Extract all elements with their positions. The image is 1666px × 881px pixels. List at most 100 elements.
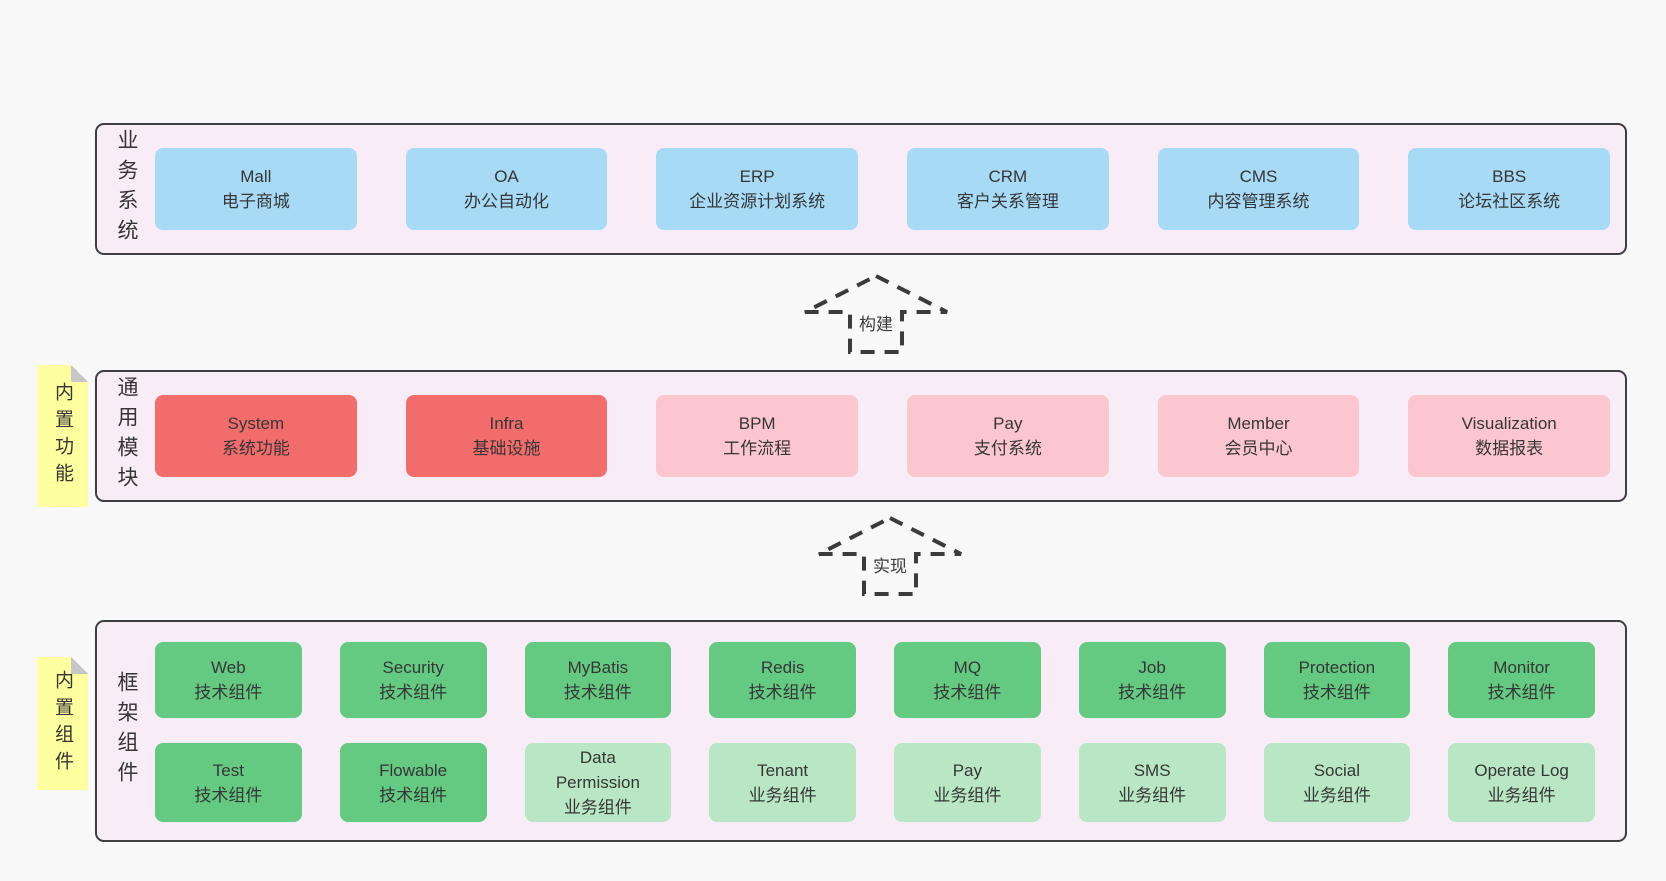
band-common-modules-grid: System 系统功能 Infra 基础设施 BPM 工作流程 Pay 支付系统… [155, 395, 1610, 477]
node-desc: 数据报表 [1475, 439, 1544, 458]
node-name: Visualization [1461, 414, 1557, 433]
node-name: MQ [953, 658, 982, 677]
node-desc: 技术组件 [1302, 683, 1371, 702]
node-mall: Mall 电子商城 [155, 148, 357, 230]
node-pay-system: Pay 支付系统 [907, 395, 1109, 477]
node-name: Mall [240, 167, 272, 186]
band-framework-components-grid: Web 技术组件 Security 技术组件 MyBatis 技术组件 Redi… [155, 642, 1595, 822]
node-name: Pay [993, 414, 1023, 433]
node-desc: 技术组件 [563, 683, 632, 702]
sticky-built-in-features: 内置功能 [37, 365, 88, 507]
node-desc: 工作流程 [723, 439, 792, 458]
node-pay-component: Pay 业务组件 [894, 743, 1041, 822]
node-name: MyBatis [567, 658, 629, 677]
node-desc: 技术组件 [379, 683, 448, 702]
band-framework-components: 框架组件 Web 技术组件 Security 技术组件 MyBatis 技术组件… [95, 620, 1627, 842]
band-business-systems-grid: Mall 电子商城 OA 办公自动化 ERP 企业资源计划系统 CRM 客户关系… [155, 148, 1610, 230]
node-desc: 技术组件 [194, 785, 263, 805]
node-monitor: Monitor 技术组件 [1448, 642, 1595, 718]
node-protection: Protection 技术组件 [1263, 642, 1411, 718]
node-name: OA [494, 167, 519, 186]
node-desc: 企业资源计划系统 [689, 192, 826, 211]
node-desc: 支付系统 [973, 439, 1042, 458]
node-system: System 系统功能 [155, 395, 357, 477]
folded-corner-icon [71, 365, 88, 382]
node-job: Job 技术组件 [1078, 642, 1226, 718]
node-infra: Infra 基础设施 [405, 395, 608, 477]
node-name: ERP [739, 167, 775, 186]
node-name: SMS [1133, 760, 1171, 780]
folded-corner-icon [71, 657, 88, 674]
node-name: Job [1138, 658, 1166, 677]
node-name: Protection [1298, 658, 1376, 677]
node-name: CRM [988, 167, 1028, 186]
node-name: Infra [489, 414, 524, 433]
node-desc: 业务组件 [1487, 785, 1556, 805]
band-common-modules-label: 通用模块 [115, 376, 138, 496]
band-business-systems: 业务系统 Mall 电子商城 OA 办公自动化 ERP 企业资源计划系统 CRM… [95, 123, 1627, 255]
node-bpm: BPM 工作流程 [656, 395, 858, 477]
node-web: Web 技术组件 [155, 642, 302, 718]
node-tenant: Tenant 业务组件 [709, 743, 856, 822]
node-name: Redis [760, 658, 805, 677]
node-desc: 业务组件 [933, 785, 1002, 805]
band-business-systems-label: 业务系统 [115, 129, 138, 249]
node-desc: 论坛社区系统 [1458, 192, 1561, 211]
node-name: BBS [1492, 167, 1527, 186]
node-name: Member [1227, 414, 1290, 433]
node-name: Pay [952, 760, 983, 780]
dashed-up-arrow-icon [818, 515, 962, 596]
node-flowable: Flowable 技术组件 [339, 743, 487, 822]
node-redis: Redis 技术组件 [709, 642, 856, 718]
node-desc: 电子商城 [221, 192, 290, 211]
node-data-permission: Data Permission 业务组件 [524, 743, 672, 822]
node-erp: ERP 企业资源计划系统 [656, 148, 858, 230]
node-name: BPM [738, 414, 776, 433]
arrow-build-label: 构建 [854, 310, 898, 335]
node-desc: 业务组件 [1302, 785, 1371, 805]
node-name: Social [1313, 760, 1361, 780]
node-security: Security 技术组件 [339, 642, 487, 718]
band-common-modules: 通用模块 System 系统功能 Infra 基础设施 BPM 工作流程 Pay… [95, 370, 1627, 502]
node-sms: SMS 业务组件 [1078, 743, 1226, 822]
node-oa: OA 办公自动化 [405, 148, 608, 230]
sticky-built-in-components-label: 内置组件 [52, 669, 73, 778]
sticky-built-in-components: 内置组件 [37, 657, 88, 790]
node-bbs: BBS 论坛社区系统 [1408, 148, 1610, 230]
node-operate-log: Operate Log 业务组件 [1448, 743, 1595, 822]
node-test: Test 技术组件 [155, 743, 302, 822]
node-social: Social 业务组件 [1263, 743, 1411, 822]
node-desc: 业务组件 [748, 785, 817, 805]
node-cms: CMS 内容管理系统 [1157, 148, 1360, 230]
node-desc: 技术组件 [379, 785, 448, 805]
node-desc: 内容管理系统 [1207, 192, 1310, 211]
dashed-up-arrow-icon [804, 273, 948, 354]
node-name: Monitor [1493, 658, 1550, 677]
node-desc: 技术组件 [1487, 683, 1556, 702]
node-desc: 基础设施 [472, 439, 541, 458]
arrow-implement-label: 实现 [868, 552, 912, 577]
band-framework-components-label: 框架组件 [115, 671, 138, 791]
node-desc: 客户关系管理 [956, 192, 1059, 211]
node-crm: CRM 客户关系管理 [907, 148, 1109, 230]
arrow-implement: 实现 [815, 514, 965, 598]
node-mybatis: MyBatis 技术组件 [524, 642, 672, 718]
node-name: System [227, 414, 285, 433]
node-desc: 技术组件 [933, 683, 1002, 702]
node-desc: 业务组件 [1118, 785, 1187, 805]
node-mq: MQ 技术组件 [894, 642, 1041, 718]
node-member: Member 会员中心 [1157, 395, 1360, 477]
node-name: Flowable [379, 760, 448, 780]
node-name: Web [211, 658, 246, 677]
node-name: Data Permission [555, 748, 640, 792]
node-desc: 系统功能 [221, 439, 290, 458]
node-name: Security [382, 658, 444, 677]
node-name: Tenant [757, 760, 809, 780]
sticky-built-in-features-label: 内置功能 [52, 382, 73, 490]
node-desc: 会员中心 [1224, 439, 1293, 458]
node-desc: 业务组件 [563, 798, 632, 817]
node-desc: 技术组件 [194, 683, 263, 702]
arrow-build: 构建 [801, 272, 951, 356]
node-name: Operate Log [1474, 760, 1569, 780]
